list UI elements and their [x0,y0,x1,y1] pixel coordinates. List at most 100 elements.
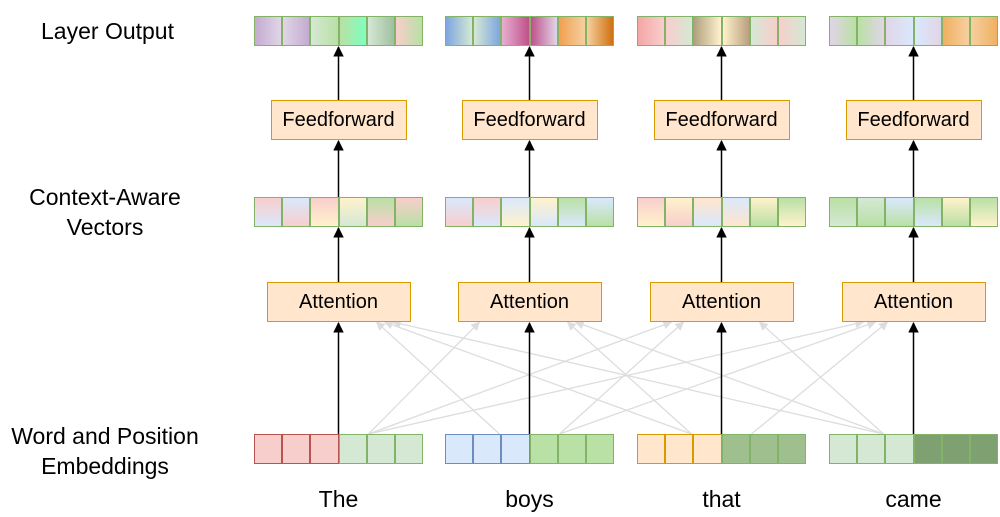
context-cell [501,197,530,227]
output-cell [366,16,395,46]
layer-output-vector [254,16,424,46]
embedding-cell [941,434,970,464]
output-cell [941,16,970,46]
cross-attention-arrow [758,321,884,435]
context-cell [310,197,339,227]
embedding-cell [885,434,914,464]
feedforward-box: Feedforward [461,100,598,140]
word-label: that [702,486,741,512]
output-cell [282,16,311,46]
context-cell [721,197,750,227]
embedding-cell [829,434,858,464]
attention-box: Attention [266,282,411,322]
attention-box: Attention [841,282,986,322]
attention-box: Attention [457,282,602,322]
output-cell [857,16,886,46]
output-cell [637,16,666,46]
context-aware-vector [445,197,615,227]
embedding-cell [721,434,750,464]
output-cell [913,16,942,46]
cross-attention-arrow [574,320,884,435]
layer-output-vector [445,16,615,46]
embedding-cell [338,434,367,464]
context-cell [885,197,914,227]
embedding-vector [829,434,999,464]
context-cell [473,197,502,227]
cross-attention-arrow [751,321,889,435]
layer-output-vector [637,16,807,46]
embedding-cell [665,434,694,464]
output-cell [338,16,367,46]
output-cell [885,16,914,46]
embedding-cell [529,434,558,464]
context-cell [637,197,666,227]
context-cell [282,197,311,227]
embedding-cell [557,434,586,464]
embedding-cell [282,434,311,464]
output-cell [777,16,807,46]
vertical-flow-arrows [333,45,919,434]
context-cell [585,197,615,227]
embedding-cell [749,434,778,464]
embedding-vector [254,434,424,464]
context-cell [969,197,999,227]
output-cell [749,16,778,46]
context-cell [941,197,970,227]
embedding-cell [693,434,722,464]
output-cell [394,16,424,46]
context-cell [693,197,722,227]
embedding-cell [254,434,283,464]
feedforward-box: Feedforward [653,100,790,140]
context-cell [557,197,586,227]
embedding-cell [394,434,424,464]
context-cell [529,197,558,227]
embedding-cell [366,434,395,464]
embedding-vector [445,434,615,464]
context-cell [394,197,424,227]
output-cell [665,16,694,46]
cross-attention-arrow [368,321,481,435]
context-cell [366,197,395,227]
word-label: The [318,486,359,512]
cross-attention-arrow [368,320,673,435]
embedding-cell [913,434,942,464]
embedding-cell [969,434,999,464]
embedding-cell [501,434,530,464]
row-label-embeddings: Word and Position Embeddings [11,423,199,479]
embedding-cell [310,434,339,464]
context-cell [749,197,778,227]
layer-output-vector [829,16,999,46]
context-cell [445,197,474,227]
output-cell [501,16,530,46]
context-cell [777,197,807,227]
context-cell [857,197,886,227]
embedding-cell [585,434,615,464]
word-label: came [885,486,942,512]
output-cell [529,16,558,46]
embedding-cell [637,434,666,464]
context-cell [913,197,942,227]
context-aware-vector [254,197,424,227]
cross-attention-arrow [391,319,884,435]
embedding-cell [857,434,886,464]
cross-attention-arrow [566,321,692,435]
output-cell [254,16,283,46]
row-label-layer-output: Layer Output [41,18,174,44]
cross-attention-arrow [375,321,500,435]
cross-attention-arrow [559,321,685,435]
context-cell [254,197,283,227]
output-cell [557,16,586,46]
cross-attention-arrow [368,319,865,435]
output-cell [693,16,722,46]
cross-attention-arrow [383,320,692,435]
output-cell [721,16,750,46]
embedding-cell [473,434,502,464]
output-cell [445,16,474,46]
embedding-vector [637,434,807,464]
output-cell [969,16,999,46]
word-label: boys [505,486,554,512]
cross-attention-arrow [559,320,877,435]
context-cell [665,197,694,227]
embedding-cell [445,434,474,464]
feedforward-box: Feedforward [845,100,982,140]
